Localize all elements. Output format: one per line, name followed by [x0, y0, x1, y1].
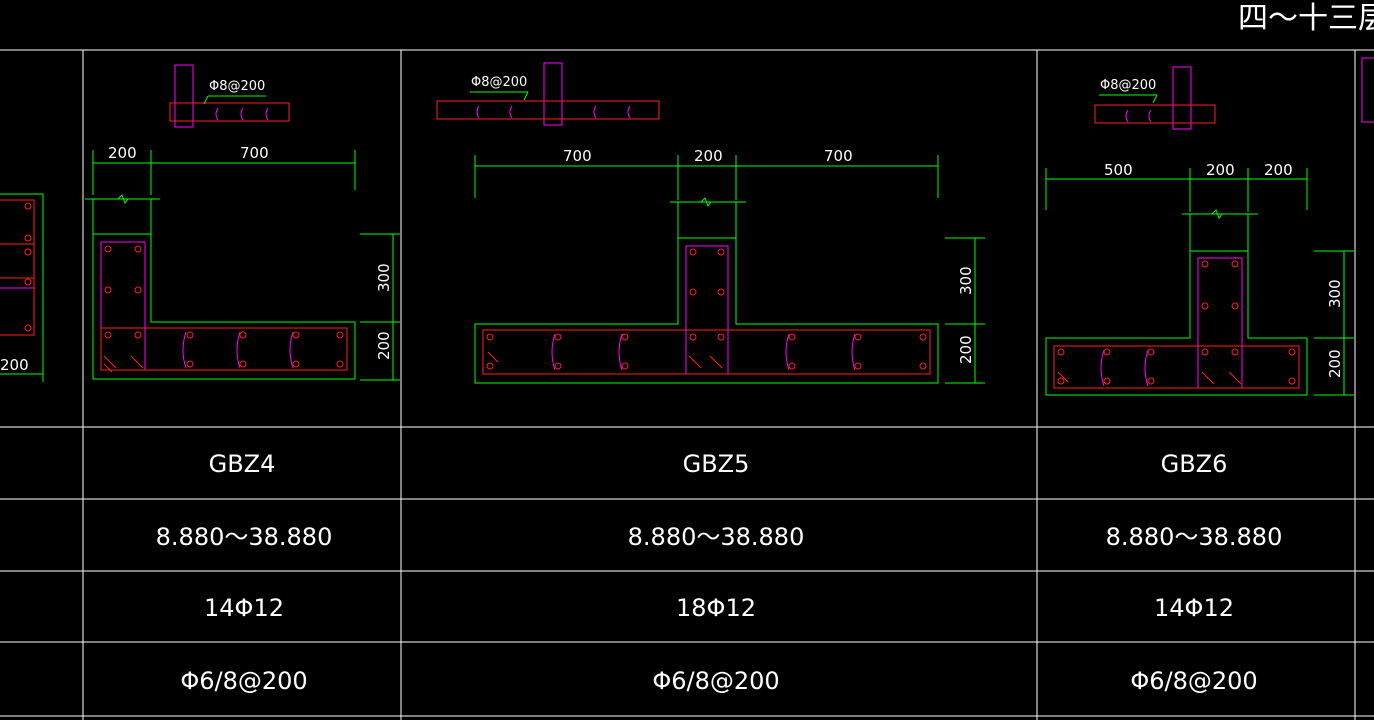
partial-plan-right [1361, 57, 1374, 123]
section-gbz6: Φ8@200 500 200 200 [1045, 66, 1354, 396]
gbz4-dim-2: 700 [240, 144, 269, 162]
gbz5-longitudinal: 18Φ12 [676, 594, 756, 622]
drawing-title: 四～十三层 [1238, 1, 1374, 36]
gbz6-elevation: 8.880～38.880 [1106, 523, 1283, 551]
left-partial-dim: 200 [0, 356, 29, 374]
gbz5-elevation: 8.880～38.880 [628, 523, 805, 551]
gbz6-side-dim-2: 200 [1326, 349, 1344, 378]
gbz5-dim-3: 700 [824, 147, 853, 165]
gbz4-stirrup: Φ6/8@200 [180, 667, 307, 695]
gbz4-side-dim-2: 200 [375, 331, 393, 360]
table-text: GBZ4 GBZ5 GBZ6 8.880～38.880 8.880～38.880… [156, 450, 1283, 695]
gbz5-dim-1: 700 [563, 147, 592, 165]
gbz6-plan-note: Φ8@200 [1100, 78, 1156, 93]
gbz4-name: GBZ4 [209, 450, 276, 478]
section-gbz5: Φ8@200 700 200 700 [436, 62, 985, 384]
gbz6-dim-1: 500 [1104, 161, 1133, 179]
section-gbz4: Φ8@200 200 700 300 [85, 64, 400, 381]
gbz4-plan-note: Φ8@200 [209, 79, 265, 94]
gbz6-stirrup: Φ6/8@200 [1130, 667, 1257, 695]
gbz5-side-dim-2: 200 [957, 335, 975, 364]
gbz6-name: GBZ6 [1161, 450, 1228, 478]
gbz4-dim-1: 200 [108, 144, 137, 162]
gbz6-dim-3: 200 [1264, 161, 1293, 179]
partial-section-left: 200 [0, 193, 44, 382]
gbz6-dim-2: 200 [1206, 161, 1235, 179]
gbz6-longitudinal: 14Φ12 [1154, 594, 1234, 622]
gbz5-stirrup: Φ6/8@200 [652, 667, 779, 695]
gbz5-side-dim-1: 300 [957, 266, 975, 295]
gbz4-side-dim-1: 300 [375, 263, 393, 292]
gbz5-plan-note: Φ8@200 [471, 75, 527, 90]
gbz4-longitudinal: 14Φ12 [204, 594, 284, 622]
gbz4-elevation: 8.880～38.880 [156, 523, 333, 551]
gbz5-dim-2: 200 [694, 147, 723, 165]
table-grid [0, 49, 1374, 720]
gbz6-side-dim-1: 300 [1326, 279, 1344, 308]
gbz5-name: GBZ5 [683, 450, 750, 478]
